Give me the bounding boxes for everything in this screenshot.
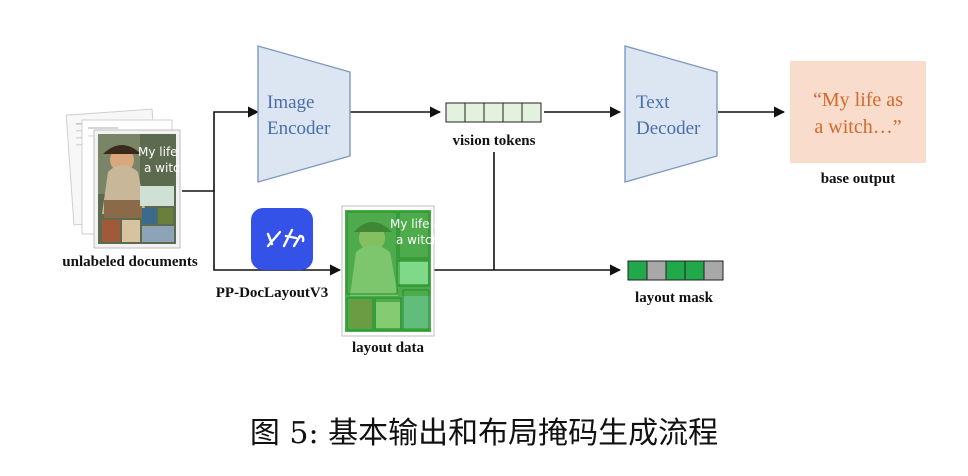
document-title-line2: a witch	[144, 161, 187, 175]
text-decoder-shape	[624, 45, 718, 183]
layout-mask-label: layout mask	[635, 290, 714, 306]
figure-caption: 图 5: 基本输出和布局掩码生成流程	[249, 416, 719, 451]
document-title-line1: My life as	[138, 145, 195, 159]
pp-tool-label: PP-DocLayoutV3	[216, 285, 329, 301]
layout-mask-cell-on	[684, 260, 705, 281]
layout-mask-cell-on	[627, 260, 648, 281]
document-front-page: My life as a witch	[93, 129, 195, 249]
unlabeled-documents: My life as a witch unlabeled documents	[62, 108, 198, 270]
layout-mask-cell-off	[646, 260, 667, 281]
edge-docs-to-encoder	[182, 106, 260, 192]
layout-data: My life as a witch layout data	[341, 205, 447, 356]
text-decoder-line1: Text	[636, 92, 670, 113]
layout-data-label: layout data	[352, 340, 425, 356]
vision-tokens: vision tokens	[445, 102, 542, 149]
base-output-line1: “My life as	[813, 89, 903, 111]
vision-token-cell	[502, 102, 523, 123]
base-output-line2: a witch…”	[814, 116, 901, 138]
image-encoder-shape	[257, 45, 351, 183]
vision-token-cell	[445, 102, 466, 123]
image-encoder: Image Encoder	[257, 45, 351, 183]
text-decoder-line2: Decoder	[636, 118, 701, 139]
image-encoder-line2: Encoder	[267, 118, 331, 139]
layout-mask-cell-off	[703, 260, 724, 281]
pp-logo-icon	[251, 208, 313, 270]
vision-token-cell	[521, 102, 542, 123]
layout-page-title-line1: My life as	[390, 217, 447, 231]
vision-token-cell	[483, 102, 504, 123]
layout-page-title-line2: a witch	[396, 233, 439, 247]
unlabeled-documents-label: unlabeled documents	[62, 254, 198, 270]
layout-mask-cell-on	[665, 260, 686, 281]
base-output: “My life as a witch…” base output	[790, 61, 926, 187]
base-output-label: base output	[821, 171, 896, 187]
layout-mask: layout mask	[627, 260, 724, 306]
pp-doclayout-tool: PP-DocLayoutV3	[216, 208, 329, 301]
vision-tokens-label: vision tokens	[453, 133, 536, 149]
base-output-box	[790, 61, 926, 163]
text-decoder: Text Decoder	[624, 45, 718, 183]
image-encoder-line1: Image	[267, 92, 314, 113]
vision-token-cell	[464, 102, 485, 123]
